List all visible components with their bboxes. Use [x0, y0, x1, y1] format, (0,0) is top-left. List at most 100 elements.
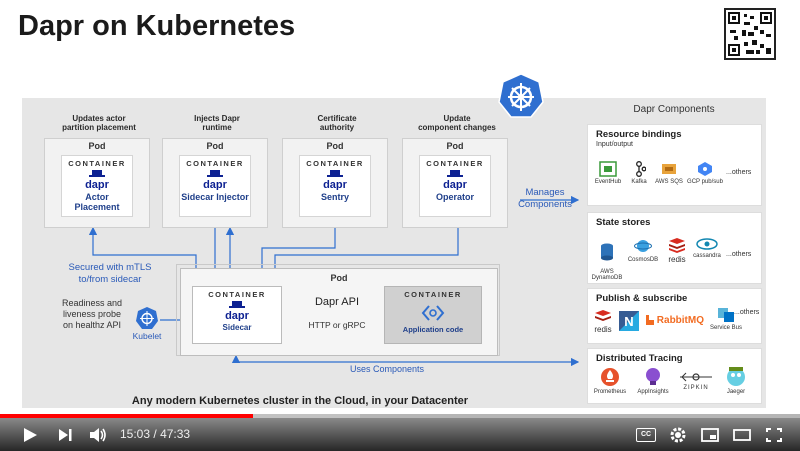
dapr-wordmark: dapr [203, 179, 228, 190]
jaeger-label: Jaeger [726, 389, 746, 395]
appinsights-logo: AppInsights [632, 367, 674, 395]
footer-caption: Any modern Kubernetes cluster in the Clo… [131, 395, 469, 407]
operator-container: CONTAINER dapr Operator [419, 155, 491, 217]
captions-icon[interactable]: CC [636, 428, 656, 442]
time-current: 15:03 [120, 427, 151, 441]
manages-components-label: Manages Components [518, 187, 572, 210]
service-bus-logo: Service Bus [708, 307, 744, 331]
dynamodb-label: AWS DynamoDB [591, 269, 623, 281]
redis-pubsub-logo: redis [590, 309, 616, 334]
container-title: CONTAINER [208, 290, 266, 299]
probe-label: Readiness and liveness probe on healthz … [61, 298, 123, 330]
dapr-wordmark: dapr [323, 179, 348, 190]
nats-logo: N [618, 311, 640, 331]
volume-icon[interactable] [88, 426, 108, 444]
progress-bar[interactable] [0, 414, 800, 418]
dapr-wordmark: dapr [85, 179, 110, 190]
dapr-logo-icon: dapr [318, 170, 352, 191]
actor-placement-pod: Pod CONTAINER dapr Actor Placement [44, 138, 150, 228]
aws-sqs-logo: AWS SQS [654, 161, 684, 185]
time-separator: / [153, 427, 157, 441]
theater-mode-icon[interactable] [732, 426, 752, 444]
mtls-label: Secured with mTLS to/from sidecar [68, 262, 152, 285]
dapr-logo-icon: dapr [438, 170, 472, 191]
play-icon[interactable] [20, 426, 40, 444]
time-total: 47:33 [160, 427, 191, 441]
uses-components-label: Uses Components [349, 364, 425, 374]
cassandra-label: cassandra [693, 253, 721, 259]
tracing-card: Distributed Tracing Prometheus AppInsigh… [587, 348, 762, 404]
container-title: CONTAINER [426, 159, 484, 168]
kubelet-label: Kubelet [132, 331, 162, 341]
rabbitmq-label: RabbitMQ [656, 315, 704, 326]
sidecar-injector-container: CONTAINER dapr Sidecar Injector [179, 155, 251, 217]
sentry-pod: Pod CONTAINER dapr Sentry [282, 138, 388, 228]
state-more-label: ...others [726, 251, 752, 258]
sidecar-name: Sidecar [222, 323, 252, 332]
zipkin-logo: ZIPKIN [676, 371, 716, 391]
fullscreen-icon[interactable] [764, 426, 784, 444]
resource-bindings-card: Resource bindings Input/output EventHub … [587, 124, 762, 206]
dapr-logo-icon: dapr [220, 301, 254, 322]
prometheus-logo: Prometheus [590, 367, 630, 395]
eventhub-label: EventHub [594, 179, 622, 185]
protocol-label: HTTP or gRPC [308, 320, 366, 330]
tracing-title: Distributed Tracing [596, 353, 683, 364]
components-panel-title: Dapr Components [633, 104, 715, 115]
sidecar-injector-pod: Pod CONTAINER dapr Sidecar Injector [162, 138, 268, 228]
pubsub-card: Publish & subscribe redis N RabbitMQ Ser… [587, 288, 762, 344]
pod-title: Pod [88, 141, 106, 151]
bindings-more-label: ...others [726, 169, 752, 176]
captions-text: CC [640, 431, 652, 438]
redis-pubsub-label: redis [594, 325, 612, 334]
sentry-caption: Certificate authority [317, 114, 357, 133]
next-icon[interactable] [56, 426, 76, 444]
resource-bindings-subtitle: Input/output [596, 141, 633, 148]
rabbitmq-logo: RabbitMQ [644, 315, 706, 326]
container-title: CONTAINER [186, 159, 244, 168]
container-title: CONTAINER [306, 159, 364, 168]
operator-pod: Pod CONTAINER dapr Operator [402, 138, 508, 228]
prometheus-label: Prometheus [593, 389, 627, 395]
application-container: CONTAINER Application code [384, 286, 482, 344]
dapr-api-label: Dapr API [314, 296, 360, 308]
aws-sqs-label: AWS SQS [655, 179, 683, 185]
zipkin-label: ZIPKIN [683, 385, 709, 391]
sidecar-injector-name: Sidecar Injector [181, 192, 249, 202]
actor-placement-container: CONTAINER dapr Actor Placement [61, 155, 133, 217]
code-icon [421, 305, 445, 321]
cosmosdb-logo: CosmosDB [626, 237, 660, 263]
kubelet-icon [136, 307, 158, 329]
pod-title: Pod [446, 141, 464, 151]
dynamodb-logo: AWS DynamoDB [590, 237, 624, 281]
sentry-name: Sentry [320, 192, 349, 202]
operator-name: Operator [435, 192, 474, 202]
sidecar-injector-caption: Injects Dapr runtime [194, 114, 240, 133]
cosmosdb-label: CosmosDB [627, 257, 659, 263]
container-title: CONTAINER [404, 290, 462, 299]
time-display: 15:03 / 47:33 [120, 427, 190, 441]
state-stores-title: State stores [596, 217, 651, 228]
actor-placement-name: Actor Placement [74, 192, 120, 212]
actor-placement-caption: Updates actor partition placement [62, 114, 136, 133]
progress-played [0, 414, 254, 418]
player-controls: 15:03 / 47:33 CC [0, 418, 800, 451]
nats-letter: N [624, 314, 633, 329]
operator-caption: Update component changes [418, 114, 496, 133]
pod-title: Pod [206, 141, 224, 151]
miniplayer-icon[interactable] [700, 426, 720, 444]
kubernetes-icon [498, 73, 544, 118]
settings-gear-icon[interactable] [668, 426, 688, 444]
cassandra-logo: cassandra [692, 237, 722, 259]
redis-state-label: redis [668, 255, 686, 264]
dapr-logo-icon: dapr [80, 170, 114, 191]
state-stores-card: State stores AWS DynamoDB CosmosDB redis… [587, 212, 762, 284]
sidecar-container: CONTAINER dapr Sidecar [192, 286, 282, 344]
slide-title: Dapr on Kubernetes [18, 10, 296, 42]
dapr-wordmark: dapr [225, 310, 250, 321]
pod-title: Pod [326, 141, 344, 151]
qr-code [724, 8, 776, 60]
app-pod-title: Pod [330, 273, 348, 283]
eventhub-logo: EventHub [592, 161, 624, 185]
pubsub-more-label: ...others [734, 309, 760, 316]
